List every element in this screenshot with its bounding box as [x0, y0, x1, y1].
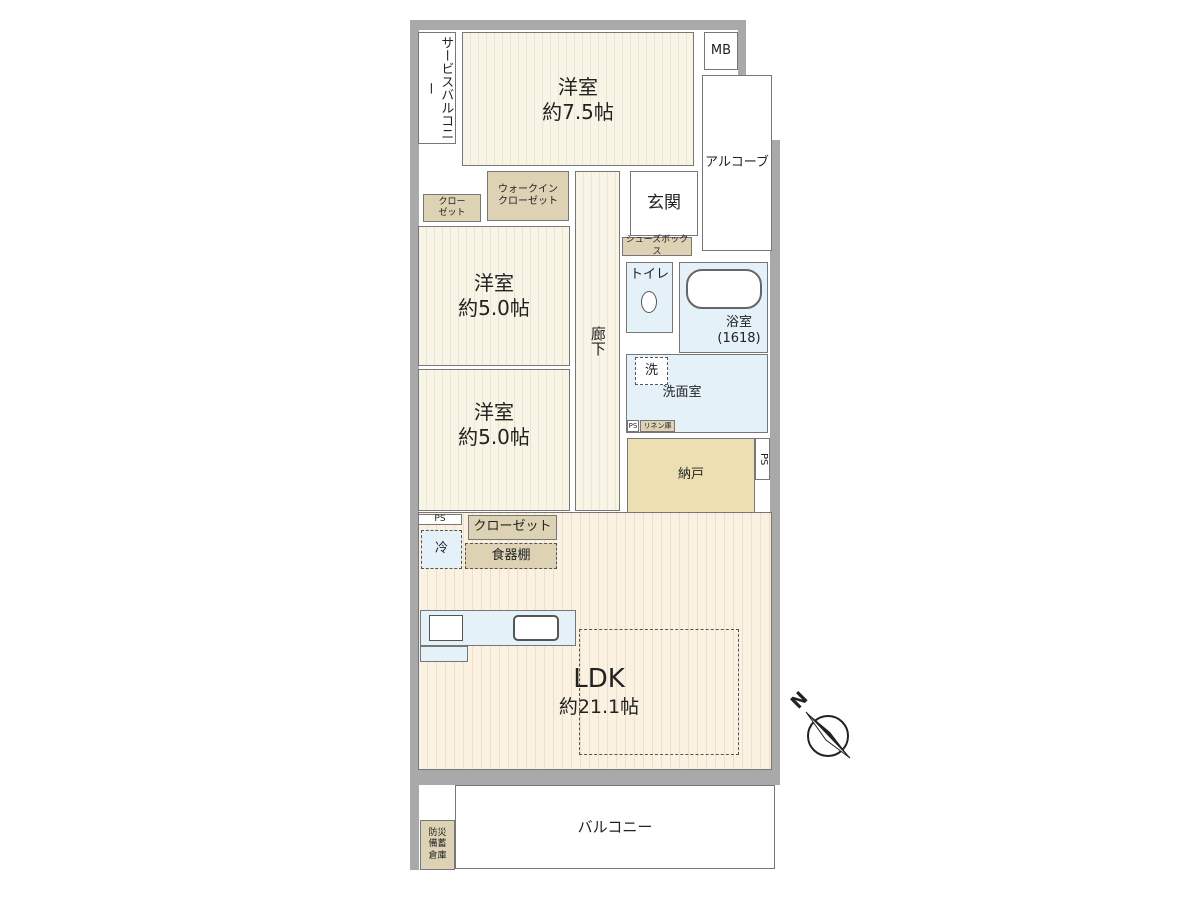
shoe-box: シューズボックス: [622, 235, 692, 257]
toilet: トイレ: [626, 262, 673, 333]
room-size: 約21.1帖: [558, 695, 640, 718]
room-label: 洋室 約7.5帖: [463, 75, 693, 125]
storage-room: 納戸: [627, 438, 755, 513]
outer-wall-left: [410, 20, 419, 870]
bath-label: 浴室 (1618): [717, 315, 761, 347]
kitchen-counter-side: [420, 646, 468, 662]
compass: N: [787, 688, 860, 770]
room-name: LDK: [573, 664, 625, 694]
toilet-label: トイレ: [629, 267, 669, 282]
room-name: 洋室: [558, 75, 598, 99]
toilet-icon: [641, 291, 657, 313]
service-balcony: サービスバルコニー: [418, 32, 456, 144]
ps-label: PS: [627, 420, 639, 432]
cupboard: 食器棚: [465, 543, 557, 569]
alcove: アルコーブ: [702, 75, 772, 251]
room-label: 洋室 約5.0帖: [419, 271, 569, 321]
room-name: 洋室: [474, 400, 514, 424]
room-label: 洋室 約5.0帖: [419, 400, 569, 450]
outer-wall-right-upper: [738, 20, 746, 75]
room-size: 約5.0帖: [458, 425, 530, 449]
ps-right: PS: [755, 438, 770, 480]
disaster-storage: 防災 備蓄 倉庫: [420, 820, 455, 870]
room-western-5-0-a: 洋室 約5.0帖: [418, 226, 570, 366]
room-western-7-5: 洋室 約7.5帖: [462, 32, 694, 166]
room-name: 洋室: [474, 271, 514, 295]
ps-kitchen: PS: [418, 514, 462, 525]
linen-closet: リネン庫: [640, 420, 675, 432]
balcony-wall: [410, 770, 780, 785]
room-label: LDK 約21.1帖: [519, 663, 679, 719]
outer-wall-top: [410, 20, 745, 30]
washroom-label: 洗面室: [662, 385, 702, 400]
outer-wall-right: [770, 140, 780, 785]
closet: クローゼット: [468, 515, 557, 540]
entrance: 玄関: [630, 171, 698, 236]
sink-icon: [513, 615, 559, 641]
kitchen-counter: [420, 610, 576, 646]
room-western-5-0-b: 洋室 約5.0帖: [418, 369, 570, 511]
closet-small: クロー ゼット: [423, 194, 481, 222]
rug-area: [579, 629, 739, 755]
stove-icon: [429, 615, 463, 641]
walk-in-closet: ウォークイン クローゼット: [487, 171, 569, 221]
washer-space: 洗: [635, 357, 668, 385]
room-size: 約7.5帖: [542, 100, 614, 124]
compass-icon: [805, 711, 851, 759]
room-size: 約5.0帖: [458, 296, 530, 320]
bathroom: 浴室 (1618): [679, 262, 768, 353]
fridge-space: 冷: [421, 530, 462, 569]
meter-box: MB: [704, 32, 738, 70]
balcony: バルコニー: [455, 785, 775, 869]
corridor: 廊下: [575, 171, 620, 511]
washroom: 洗 洗面室 PS リネン庫: [626, 354, 768, 433]
bathtub-icon: [686, 269, 762, 309]
